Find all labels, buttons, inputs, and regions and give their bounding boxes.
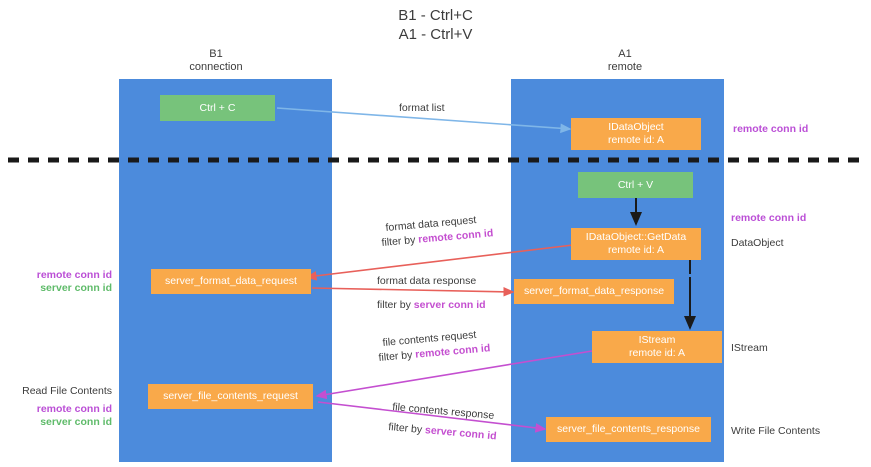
node-istream-sub: remote id: A [628, 347, 686, 359]
file-req-filter-text: filter by [378, 348, 416, 364]
side-note-remote-conn-id-top: remote conn id [733, 122, 808, 136]
node-ctrl-v-label: Ctrl + V [617, 178, 654, 191]
node-istream-label: IStream [638, 334, 676, 346]
node-istream[interactable]: IStream remote id: A [592, 331, 722, 363]
node-server-file-contents-response[interactable]: server_file_contents_response [546, 417, 711, 442]
diagram-title-line2: A1 - Ctrl+V [398, 26, 473, 43]
node-server-file-contents-request[interactable]: server_file_contents_request [148, 384, 313, 409]
node-idataobject-getdata[interactable]: IDataObject::GetData remote id: A [571, 228, 701, 260]
file-resp-filter-text: filter by [387, 420, 426, 437]
node-idataobject[interactable]: IDataObject remote id: A [571, 118, 701, 150]
node-server-format-data-request[interactable]: server_format_data_request [151, 269, 311, 294]
edge-label-format-list: format list [399, 102, 445, 114]
file-resp-filter-key: server conn id [424, 424, 498, 443]
lane-header-a1-sub: remote [607, 61, 643, 73]
edge-format-data-response [311, 287, 515, 297]
side-note-istream: IStream [731, 341, 768, 355]
node-fmt-resp-label: server_format_data_response [523, 285, 665, 297]
side-note-file-server-conn-id: server conn id [0, 415, 112, 429]
fmt-resp-filter-text: filter by [377, 299, 414, 311]
edge-label-file-contents-response-l1: file contents response [391, 400, 495, 422]
side-note-file-server-text: server conn id [40, 416, 112, 428]
node-ctrl-v[interactable]: Ctrl + V [578, 172, 693, 198]
side-note-fmt-server-text: server conn id [40, 282, 112, 294]
node-ctrl-c-label: Ctrl + C [199, 101, 236, 114]
side-note-fmt-remote-conn-id: remote conn id [0, 268, 112, 282]
side-note-istream-text: IStream [731, 342, 768, 354]
lane-header-b1-sub: connection [189, 61, 243, 73]
node-idataobject-sub: remote id: A [607, 134, 665, 146]
edge-label-format-data-response-l1: format data response [377, 275, 477, 287]
node-getdata-label: IDataObject::GetData [585, 231, 687, 243]
node-file-req-label: server_file_contents_request [163, 390, 298, 402]
side-note-remote-mid-text: remote conn id [731, 212, 807, 224]
node-ctrl-c[interactable]: Ctrl + C [160, 95, 275, 121]
side-note-file-remote-conn-id: remote conn id [0, 402, 112, 416]
side-note-write-text: Write File Contents [731, 425, 821, 437]
diagram-title-line1: B1 - Ctrl+C [398, 7, 473, 24]
node-fmt-req-label: server_format_data_request [165, 275, 297, 287]
side-note-read-text: Read File Contents [22, 385, 112, 397]
lane-header-b1-name: B1 [209, 48, 223, 60]
side-note-fmt-server-conn-id: server conn id [0, 281, 112, 295]
edge-label-file-contents-response-l2: filter by server conn id [388, 420, 497, 443]
side-note-file-remote-text: remote conn id [36, 403, 112, 415]
side-note-write-file-contents: Write File Contents [731, 424, 820, 438]
lane-header-a1-name: A1 [618, 48, 632, 60]
fmt-resp-filter-key: server conn id [413, 299, 486, 311]
side-note-remote-top-text: remote conn id [733, 123, 809, 135]
fmt-req-filter-text: filter by [381, 233, 419, 249]
side-note-read-file-contents: Read File Contents [0, 384, 112, 398]
node-idataobject-label: IDataObject [608, 121, 664, 133]
edge-label-format-data-response-l2: filter by server conn id [377, 298, 486, 312]
side-note-remote-conn-id-mid: remote conn id [731, 211, 806, 225]
node-file-resp-label: server_file_contents_response [556, 423, 700, 435]
side-note-fmt-remote-text: remote conn id [36, 269, 112, 281]
side-note-dataobject: DataObject [731, 236, 784, 250]
side-note-dataobject-text: DataObject [731, 237, 784, 249]
node-server-format-data-response[interactable]: server_format_data_response [514, 279, 674, 304]
node-getdata-sub: remote id: A [607, 244, 665, 256]
